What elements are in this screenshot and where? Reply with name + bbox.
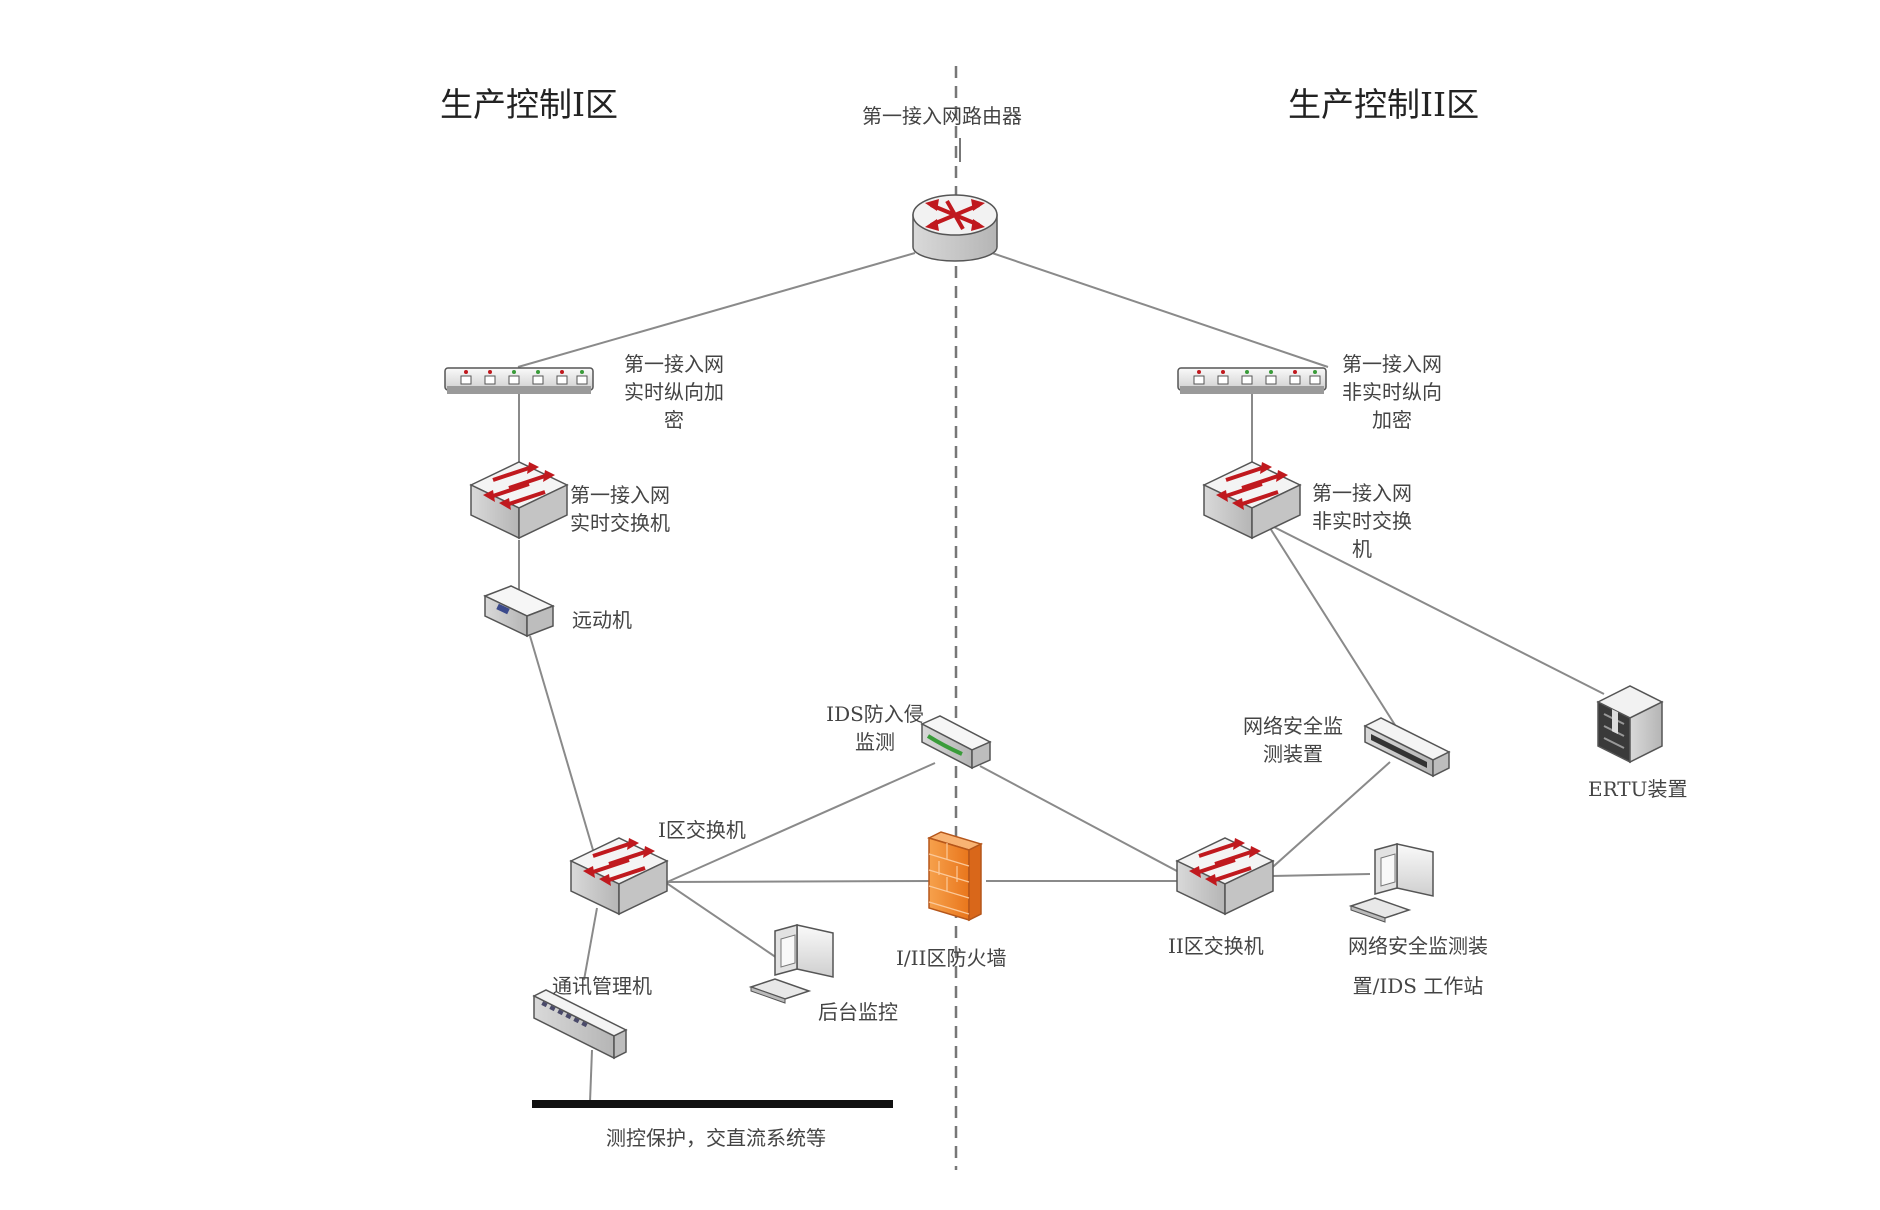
ids-line-1: IDS防入侵 [826,702,924,726]
connections [517,252,1605,1103]
ids-icon [920,715,992,770]
realtime-encryption-icon [444,367,594,395]
zone-1-title: 生产控制I区 [440,85,619,124]
nonrealtime-switch-line-1: 第一接入网 [1312,481,1412,505]
nonrealtime-encryption-icon [1177,367,1327,395]
network-monitor-line-1: 网络安全监 [1243,714,1343,738]
ertu-icon [1596,685,1664,764]
zone1-switch-icon [569,836,669,916]
network-monitor-line-2: 测装置 [1263,742,1323,766]
backend-monitor-label: 后台监控 [818,1000,898,1024]
firewall-icon [926,831,984,922]
nonrealtime-switch-line-3: 机 [1352,537,1372,561]
firewall-label: I/II区防火墙 [896,946,1007,970]
workstation-icon [1350,843,1434,923]
zone2-switch-label: II区交换机 [1168,934,1264,958]
realtime-switch-icon [469,460,569,540]
ertu-label: ERTU装置 [1588,777,1688,801]
workstation-line-2: 置/IDS 工作站 [1352,974,1484,998]
network-monitor-label: 网络安全监 测装置 [1234,712,1352,768]
realtime-switch-line-1: 第一接入网 [570,483,670,507]
nonrealtime-encryption-line-1: 第一接入网 [1342,352,1442,376]
workstation-line-1: 网络安全监测装 [1348,934,1488,958]
network-monitor-icon [1363,717,1451,778]
comm-manager-label: 通讯管理机 [552,974,652,998]
nonrealtime-switch-label: 第一接入网 非实时交换 机 [1300,479,1424,563]
realtime-switch-label: 第一接入网 实时交换机 [570,481,670,537]
router-icon [912,194,998,262]
workstation-label: 网络安全监测装 置/IDS 工作站 [1330,926,1506,1006]
realtime-encryption-line-2: 实时纵向加 [624,380,724,404]
realtime-encryption-label: 第一接入网 实时纵向加 密 [612,350,736,434]
bus-label: 测控保护，交直流系统等 [606,1126,826,1150]
comm-manager-icon [532,989,628,1060]
zone2-switch-icon [1175,836,1275,916]
router-label: 第一接入网路由器 [862,104,1022,128]
nonrealtime-switch-line-2: 非实时交换 [1312,509,1412,533]
nonrealtime-encryption-label: 第一接入网 非实时纵向 加密 [1330,350,1454,434]
nonrealtime-encryption-line-3: 加密 [1372,408,1412,432]
realtime-encryption-line-1: 第一接入网 [624,352,724,376]
zone-2-title: 生产控制II区 [1288,85,1480,124]
realtime-encryption-line-3: 密 [664,408,684,432]
backend-monitor-icon [750,924,834,1004]
telecontrol-label: 远动机 [572,608,632,632]
ids-label: IDS防入侵 监测 [816,700,934,756]
realtime-switch-line-2: 实时交换机 [570,511,670,535]
ids-line-2: 监测 [855,730,895,754]
zone1-switch-label: I区交换机 [658,818,746,842]
telecontrol-icon [483,585,555,638]
nonrealtime-encryption-line-2: 非实时纵向 [1342,380,1442,404]
nonrealtime-switch-icon [1202,460,1302,540]
